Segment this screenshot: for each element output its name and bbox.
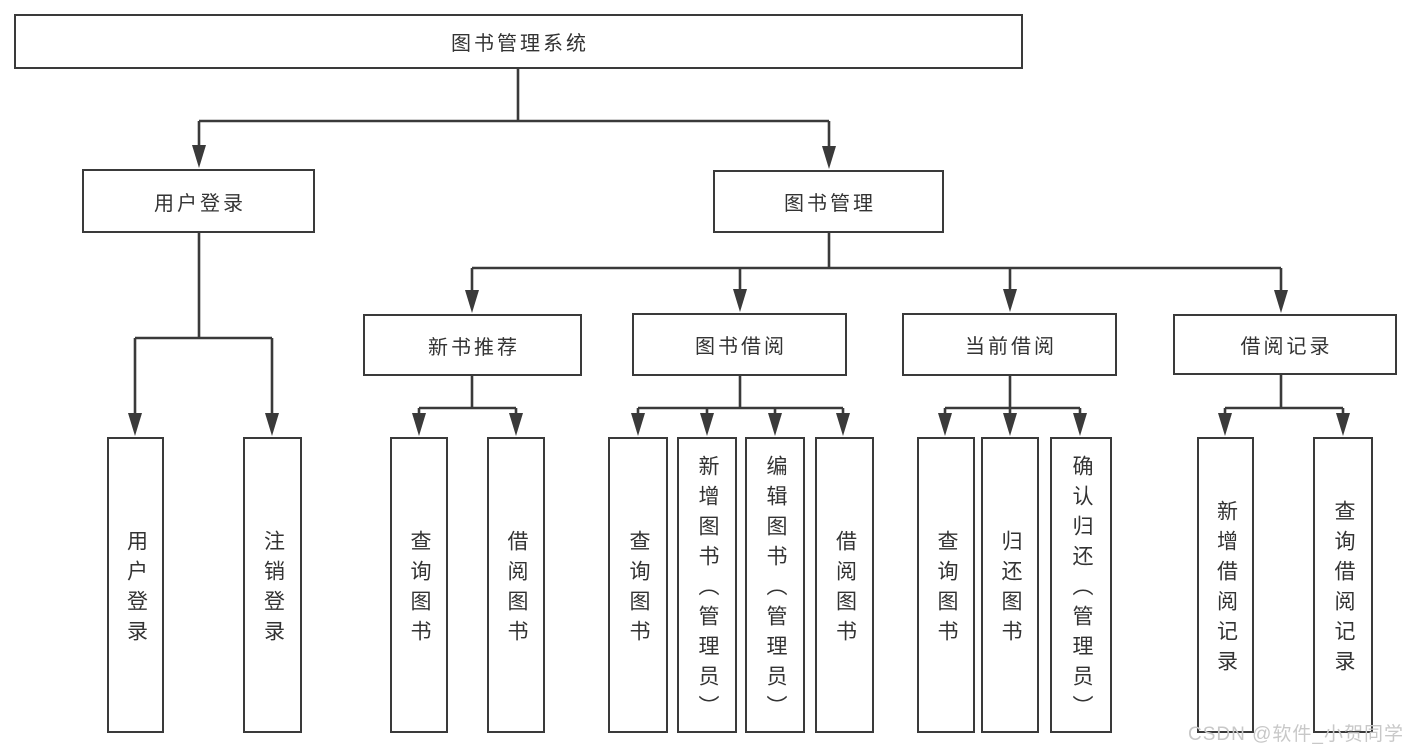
node-leaf-query-books-recommend: 查询图书: [390, 437, 448, 733]
node-leaf-query-books-borrow: 查询图书: [608, 437, 668, 733]
node-leaf-confirm-return-admin: 确认归还（管理员）: [1050, 437, 1112, 733]
node-current-borrowing: 当前借阅: [902, 313, 1117, 376]
node-label: 当前借阅: [965, 336, 1057, 358]
node-leaf-logout: 注销登录: [243, 437, 302, 733]
node-new-book-recommend: 新书推荐: [363, 314, 582, 376]
node-leaf-borrow-books: 借阅图书: [815, 437, 874, 733]
node-label: 借阅记录: [1240, 336, 1333, 358]
node-label: 编辑图书（管理员）: [764, 454, 787, 725]
node-label: 图书管理: [784, 193, 876, 215]
node-label: 确认归还（管理员）: [1070, 454, 1093, 725]
node-label: 归还图书: [999, 529, 1022, 650]
node-book-borrowing: 图书借阅: [632, 313, 847, 376]
node-leaf-query-borrow-record: 查询借阅记录: [1313, 437, 1373, 733]
node-label: 查询图书: [408, 529, 431, 650]
node-label: 借阅图书: [833, 529, 857, 650]
node-leaf-borrow-books-recommend: 借阅图书: [487, 437, 545, 733]
node-leaf-add-books-admin: 新增图书（管理员）: [677, 437, 737, 733]
node-root-system: 图书管理系统: [14, 14, 1023, 69]
node-book-management: 图书管理: [713, 170, 944, 233]
node-leaf-return-books: 归还图书: [981, 437, 1039, 733]
node-label: 注销登录: [261, 529, 285, 650]
node-label: 新书推荐: [428, 336, 520, 359]
node-label: 查询图书: [627, 529, 650, 650]
node-label: 查询图书: [935, 529, 958, 650]
node-label: 新增图书（管理员）: [696, 454, 719, 725]
csdn-watermark: CSDN @软件_小贺同学: [1188, 724, 1404, 745]
node-user-login: 用户登录: [82, 169, 315, 233]
node-label: 查询借阅记录: [1332, 499, 1355, 680]
node-label: 用户登录: [124, 529, 148, 650]
node-leaf-user-login: 用户登录: [107, 437, 164, 733]
node-label: 借阅图书: [505, 529, 528, 650]
node-leaf-query-books-current: 查询图书: [917, 437, 975, 733]
node-label: 图书管理系统: [451, 33, 589, 55]
node-leaf-add-borrow-record: 新增借阅记录: [1197, 437, 1254, 733]
node-leaf-edit-books-admin: 编辑图书（管理员）: [745, 437, 805, 733]
node-label: 用户登录: [154, 192, 246, 215]
node-label: 图书借阅: [695, 336, 787, 358]
arrowhead-icons: [128, 145, 1350, 436]
node-label: 新增借阅记录: [1214, 499, 1238, 680]
node-borrow-records: 借阅记录: [1173, 314, 1397, 375]
